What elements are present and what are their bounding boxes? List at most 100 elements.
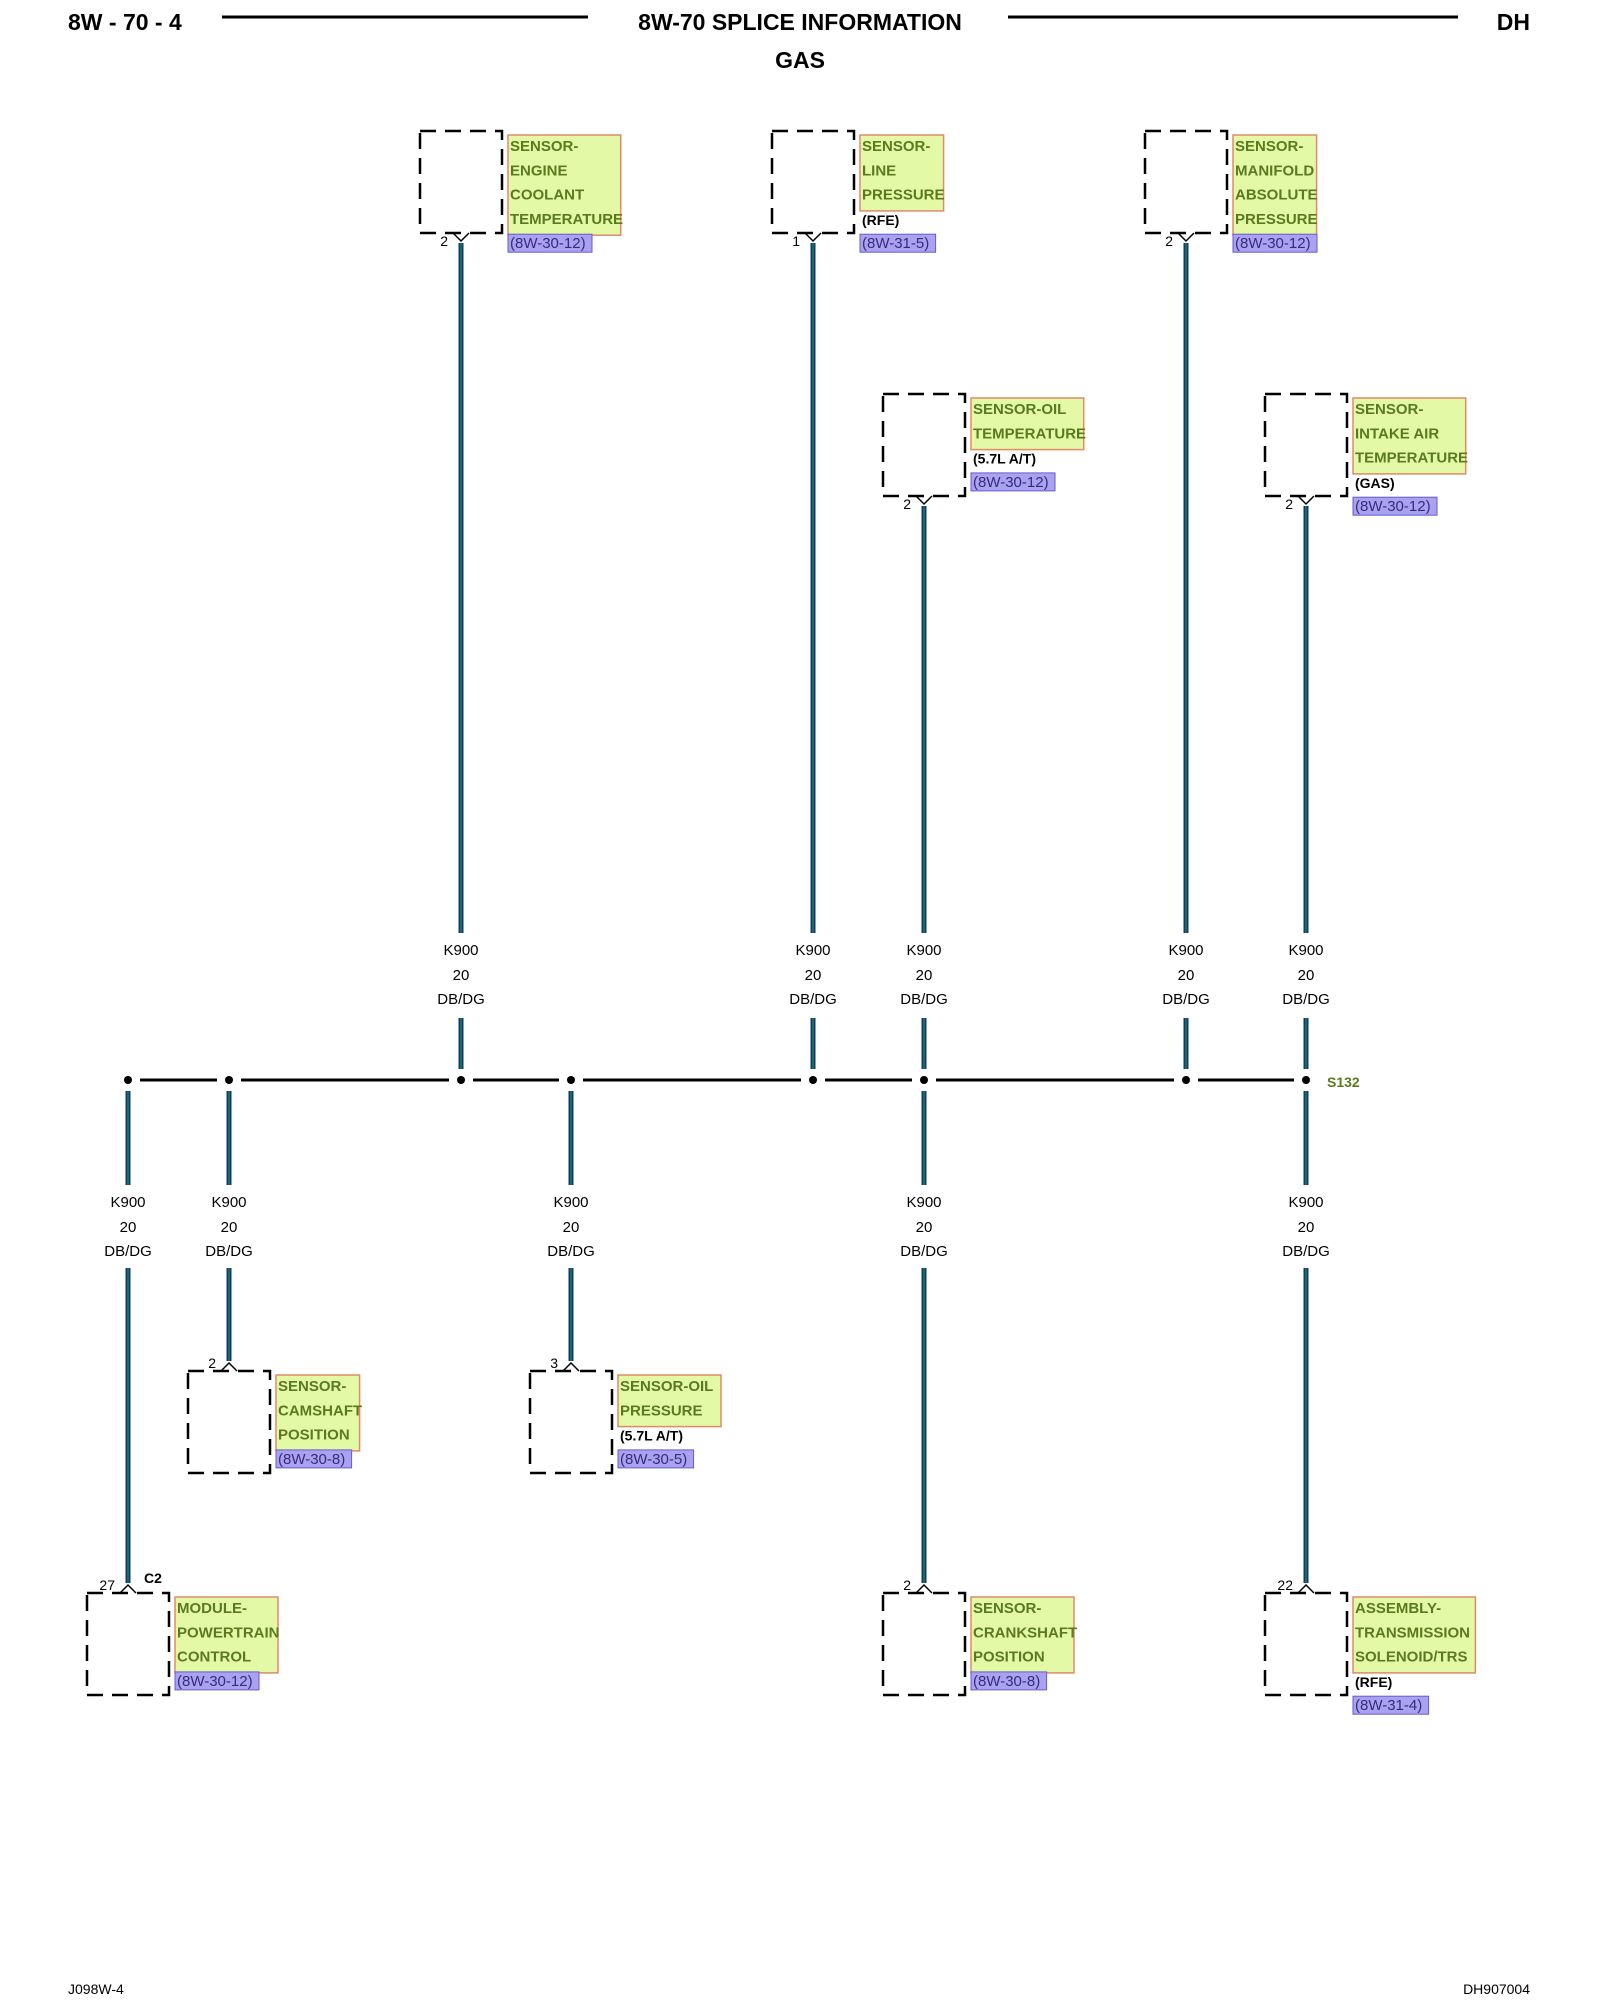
reference-box: [1352, 1695, 1430, 1715]
wire-circuit-label: K900: [110, 1194, 145, 1211]
components: 2SENSOR-ENGINECOOLANTTEMPERATURE(8W-30-1…: [85, 129, 1477, 1715]
reference-box: [617, 1449, 695, 1469]
component-outline: [1263, 1591, 1349, 1697]
component-name-box: [174, 1596, 279, 1674]
splice-dot: [567, 1076, 575, 1084]
component-2: 2SENSOR-MANIFOLDABSOLUTEPRESSURE(8W-30-1…: [1143, 129, 1318, 253]
component-name-box: [1352, 397, 1467, 475]
reference-link: (8W-30-12): [177, 1673, 253, 1690]
component-name-line: COOLANT: [510, 187, 584, 204]
component-outline: [1143, 129, 1229, 235]
wires: K90020DB/DGK90020DB/DGK90020DB/DGK90020D…: [104, 243, 1330, 1583]
splice-dot: [1182, 1076, 1190, 1084]
wire-circuit-label: K900: [1288, 942, 1323, 959]
wire-circuit-label: K900: [906, 1194, 941, 1211]
component-name-line: MANIFOLD: [1235, 162, 1314, 179]
component-name-line: CONTROL: [177, 1649, 251, 1666]
component-outline: [1263, 392, 1349, 498]
pin-terminal: [1297, 1583, 1315, 1594]
splice-dot: [225, 1076, 233, 1084]
component-name-line: ASSEMBLY-: [1355, 1600, 1441, 1617]
wire-circuit-label: K900: [211, 1194, 246, 1211]
wire-color-label: DB/DG: [789, 991, 837, 1008]
pin-number: 1: [792, 233, 800, 249]
component-outline: [528, 1369, 614, 1475]
wire-color-label: DB/DG: [1162, 991, 1210, 1008]
component-outline: [85, 1591, 171, 1697]
component-name-line: TEMPERATURE: [973, 425, 1086, 442]
component-variant: (RFE): [1355, 1674, 1392, 1690]
wire-gauge-label: 20: [805, 967, 822, 984]
pin-terminal: [220, 1361, 238, 1372]
pin-terminal: [1177, 232, 1195, 243]
component-name-line: SENSOR-: [973, 1600, 1041, 1617]
wire-circuit-label: K900: [553, 1194, 588, 1211]
pin-number: 3: [550, 1355, 558, 1371]
wire-color-label: DB/DG: [547, 1243, 595, 1260]
splice-label: S132: [1327, 1074, 1360, 1090]
pin-terminal: [915, 1583, 933, 1594]
wire-gauge-label: 20: [1298, 967, 1315, 984]
reference-link: (8W-31-4): [1355, 1697, 1422, 1714]
pin-number: 2: [903, 1577, 911, 1593]
component-name-box: [970, 397, 1085, 451]
pin-number: 27: [99, 1577, 115, 1593]
connector-id: C2: [144, 1570, 162, 1586]
splice-dot: [809, 1076, 817, 1084]
pin-terminal: [804, 232, 822, 243]
component-name-line: TRANSMISSION: [1355, 1624, 1470, 1641]
pin-number: 2: [1285, 496, 1293, 512]
wire-circuit-label: K900: [1168, 942, 1203, 959]
pin-terminal: [1297, 495, 1315, 506]
wire-color-label: DB/DG: [1282, 1243, 1330, 1260]
component-name-line: TEMPERATURE: [1355, 450, 1468, 467]
pin-terminal: [119, 1583, 137, 1594]
component-name-line: SENSOR-OIL: [620, 1378, 713, 1395]
wire-circuit-label: K900: [795, 942, 830, 959]
wire-gauge-label: 20: [1298, 1219, 1315, 1236]
component-name-line: CRANKSHAFT: [973, 1624, 1077, 1641]
page-header: 8W - 70 - 4 8W-70 SPLICE INFORMATION DH …: [68, 9, 1530, 73]
component-name-line: SOLENOID/TRS: [1355, 1649, 1468, 1666]
page-title: 8W-70 SPLICE INFORMATION: [638, 9, 962, 35]
component-variant: (5.7L A/T): [973, 451, 1036, 467]
component-name-box: [617, 1374, 722, 1428]
splice-dot: [920, 1076, 928, 1084]
model-code: DH: [1497, 9, 1530, 35]
wire-color-label: DB/DG: [104, 1243, 152, 1260]
component-name-line: SENSOR-: [862, 138, 930, 155]
pin-number: 2: [1165, 233, 1173, 249]
reference-link: (8W-30-12): [1235, 235, 1311, 252]
splice-dot: [124, 1076, 132, 1084]
component-name-line: POSITION: [973, 1649, 1045, 1666]
wire-gauge-label: 20: [120, 1219, 137, 1236]
component-outline: [186, 1369, 272, 1475]
component-name-line: SENSOR-OIL: [973, 401, 1066, 418]
component-name-line: POSITION: [278, 1427, 350, 1444]
footer-right-code: DH907004: [1463, 1981, 1530, 1997]
reference-link: (8W-31-5): [862, 235, 929, 252]
component-outline: [770, 129, 856, 235]
component-outline: [418, 129, 504, 235]
wire-color-label: DB/DG: [437, 991, 485, 1008]
page-subtitle: GAS: [775, 47, 825, 73]
component-name-line: PRESSURE: [862, 187, 945, 204]
reference-box: [859, 233, 937, 253]
wire-circuit-label: K900: [443, 942, 478, 959]
pin-terminal: [562, 1361, 580, 1372]
wire-gauge-label: 20: [221, 1219, 238, 1236]
pin-terminal: [452, 232, 470, 243]
component-name-line: LINE: [862, 162, 896, 179]
component-name-line: SENSOR-: [278, 1378, 346, 1395]
wire-gauge-label: 20: [1178, 967, 1195, 984]
component-name-line: CAMSHAFT: [278, 1402, 362, 1419]
footer-left-code: J098W-4: [68, 1981, 124, 1997]
component-name-box: [1232, 134, 1318, 236]
wire-gauge-label: 20: [916, 1219, 933, 1236]
